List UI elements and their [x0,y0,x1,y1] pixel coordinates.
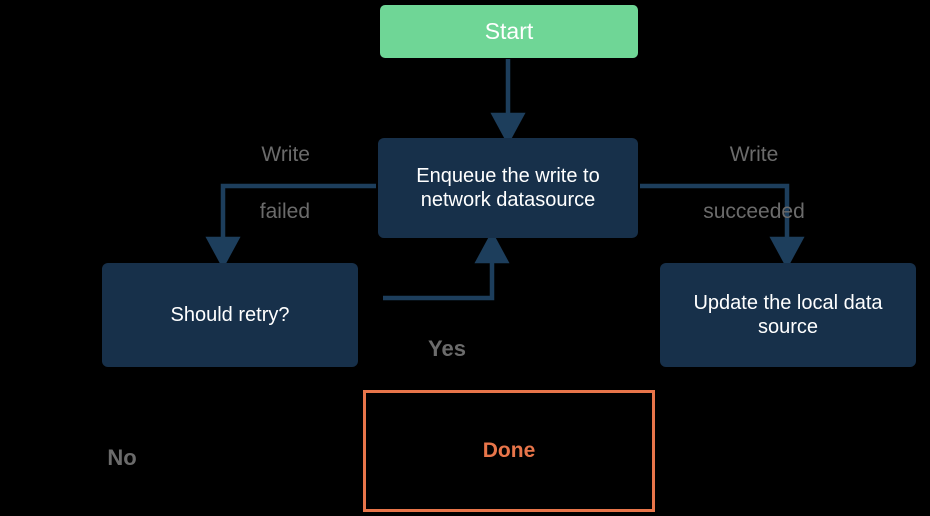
node-enqueue-write[interactable]: Enqueue the write to network datasource [378,138,638,238]
edge-label-write-succeeded-line2: succeeded [703,200,805,224]
node-done[interactable]: Done [363,390,655,512]
node-update-label: Update the local data source [693,291,882,340]
node-start-label: Start [484,18,534,45]
node-update-local-datasource[interactable]: Update the local data source [660,263,916,367]
node-update-label-line2: source [757,316,819,338]
node-update-label-line1: Update the local data [693,291,883,314]
arrow-retry-to-enqueue-yes [383,230,510,301]
edge-label-no: No [107,445,137,470]
node-enqueue-label: Enqueue the write to network datasource [416,164,599,213]
node-should-retry[interactable]: Should retry? [102,263,358,367]
node-enqueue-label-line1: Enqueue the write to [416,164,600,187]
edge-label-write-succeeded-line1: Write [729,143,779,167]
edge-label-write-succeeded: Write succeeded [678,113,830,226]
node-should-retry-label: Should retry? [170,303,290,326]
edge-label-write-failed: Write failed [170,113,310,226]
edge-label-write-failed-line1: Write [261,143,310,167]
edge-label-yes: Yes [428,336,466,361]
edge-label-write-failed-line2: failed [259,200,310,224]
node-enqueue-label-line2: network datasource [420,189,596,211]
node-done-label: Done [482,439,536,463]
node-start[interactable]: Start [380,5,638,58]
